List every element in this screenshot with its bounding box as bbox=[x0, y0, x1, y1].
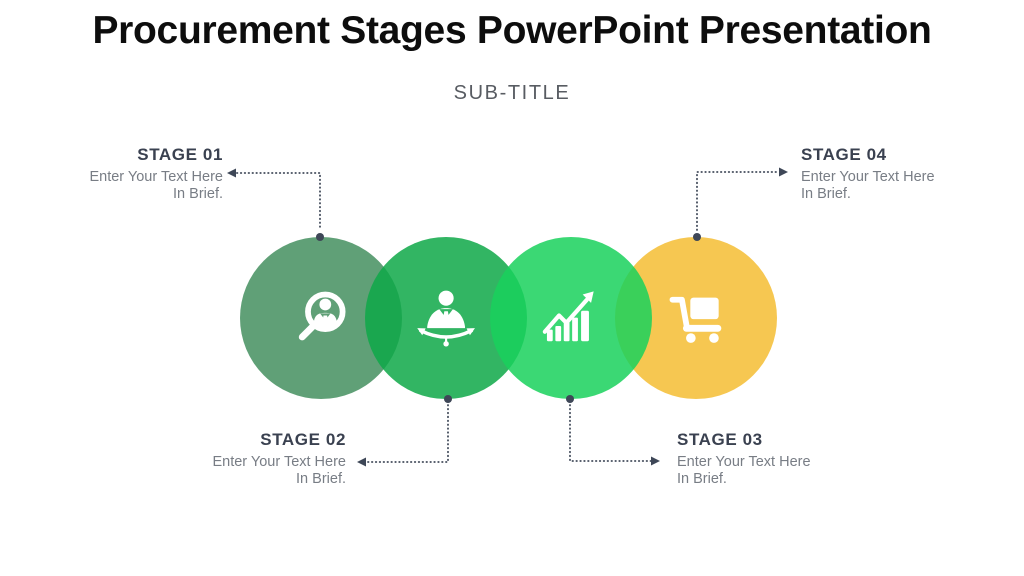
stage-03-title: STAGE 03 bbox=[677, 430, 763, 449]
supplier-management-icon bbox=[417, 290, 475, 347]
stage-04-description: Enter Your Text Here In Brief. bbox=[801, 169, 935, 203]
search-user-icon bbox=[298, 291, 346, 341]
stage-03-description: Enter Your Text Here In Brief. bbox=[677, 454, 811, 488]
stage-01-block: STAGE 01 Enter Your Text Here In Brief. bbox=[89, 144, 223, 203]
slide-title: Procurement Stages PowerPoint Presentati… bbox=[92, 9, 932, 52]
stage-01-connector bbox=[227, 168, 324, 241]
stage-03-block: STAGE 03 Enter Your Text Here In Brief. bbox=[677, 429, 811, 488]
stage-04-block: STAGE 04 Enter Your Text Here In Brief. bbox=[801, 144, 935, 203]
stage-04-connector bbox=[693, 167, 788, 241]
growth-chart-icon bbox=[542, 291, 594, 342]
stage-02-block: STAGE 02 Enter Your Text Here In Brief. bbox=[212, 429, 346, 488]
slide-subtitle: SUB-TITLE bbox=[453, 82, 571, 104]
stage-03-connector bbox=[566, 395, 660, 466]
stage-01-description: Enter Your Text Here In Brief. bbox=[89, 169, 223, 203]
stage-02-connector bbox=[357, 395, 452, 467]
stage-02-title: STAGE 02 bbox=[260, 430, 346, 449]
stage-01-title: STAGE 01 bbox=[137, 145, 223, 164]
stage-02-description: Enter Your Text Here In Brief. bbox=[212, 454, 346, 488]
shopping-cart-icon bbox=[669, 296, 722, 343]
stage-04-title: STAGE 04 bbox=[801, 145, 887, 164]
